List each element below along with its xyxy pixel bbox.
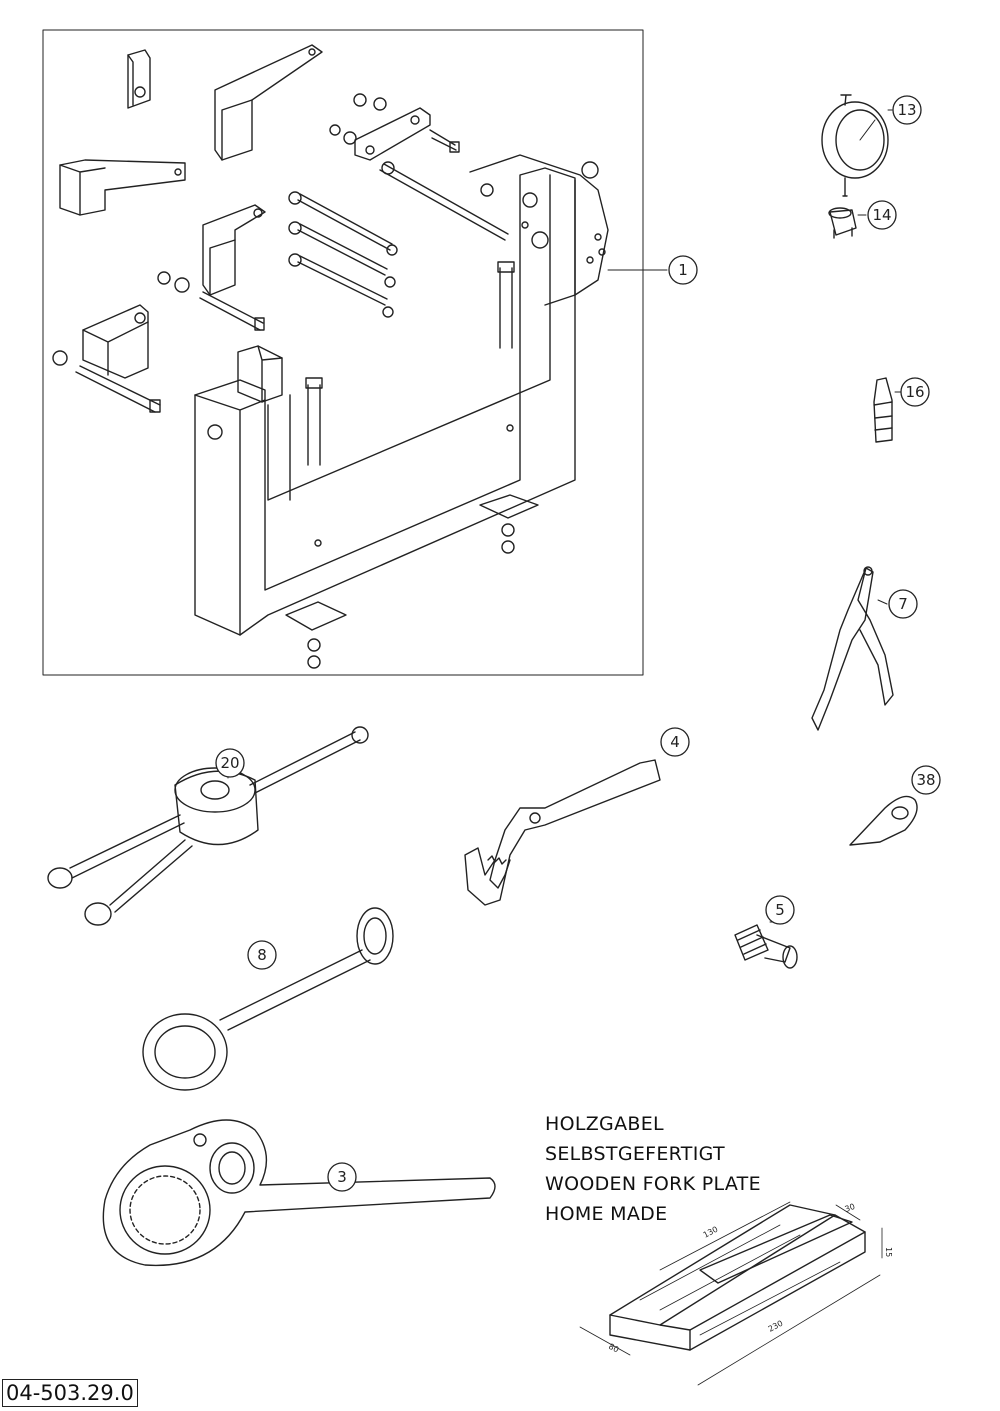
kit-1-frame (42, 29, 644, 676)
callout-8-label: 8 (257, 946, 267, 964)
callout-8-circle (247, 940, 277, 970)
note-line-3: WOODEN FORK PLATE (545, 1173, 761, 1195)
callout-16-circle (900, 377, 930, 407)
callout-16-label: 16 (905, 383, 924, 401)
callout-5-circle (765, 895, 795, 925)
callout-13-circle (892, 95, 922, 125)
callout-13-label: 13 (897, 101, 916, 119)
callout-38-circle (911, 765, 941, 795)
adapter-bolt (734, 921, 798, 969)
engine-stand-kit (52, 44, 668, 669)
clutch-holder (102, 1119, 496, 1267)
dim-15: 15 (884, 1247, 893, 1257)
dim-80: 80 (607, 1342, 620, 1355)
callout-4-label: 4 (670, 733, 680, 751)
dim-230: 230 (767, 1319, 785, 1334)
holding-tab (849, 795, 918, 846)
hook-wrench (464, 759, 661, 906)
wooden-fork-note: HOLZGABEL SELBSTGEFERTIGT WOODEN FORK PL… (545, 1109, 761, 1229)
part-number: 04-503.29.0 (2, 1379, 138, 1407)
circlip-pliers (811, 566, 894, 731)
dim-30: 30 (844, 1202, 857, 1214)
callout-20-label: 20 (220, 754, 239, 772)
callout-7-label: 7 (898, 595, 908, 613)
callout-5-label: 5 (775, 901, 785, 919)
callout-4-circle (660, 727, 690, 757)
spark-plug-tool (873, 377, 902, 443)
callout-7-circle (888, 589, 918, 619)
note-line-2: SELBSTGEFERTIGT (545, 1143, 725, 1165)
callout-14-circle (867, 200, 897, 230)
callout-38-label: 38 (916, 771, 935, 789)
wooden-fork-plate (579, 1201, 883, 1386)
gauge-adapter (828, 207, 867, 239)
holding-wrench (142, 907, 394, 1091)
puller-tool (47, 726, 369, 926)
callout-1-circle (668, 255, 698, 285)
callout-3-label: 3 (337, 1168, 347, 1186)
callout-1-label: 1 (678, 261, 688, 279)
note-line-4: HOME MADE (545, 1203, 668, 1225)
callout-3-circle (327, 1162, 357, 1192)
dial-indicator (821, 94, 893, 197)
note-line-1: HOLZGABEL (545, 1113, 664, 1135)
callout-14-label: 14 (872, 206, 891, 224)
callout-20-circle (215, 748, 245, 778)
